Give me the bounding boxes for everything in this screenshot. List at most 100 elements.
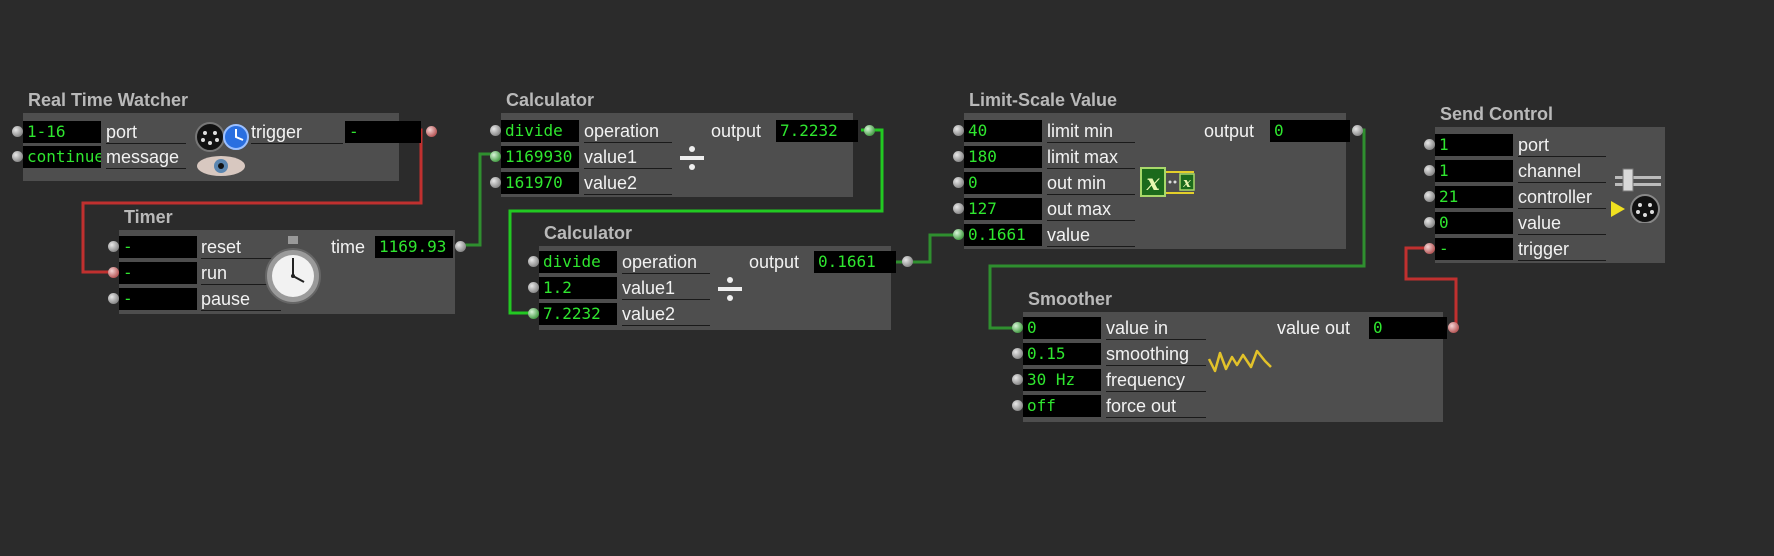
value-in-field[interactable]: 0 <box>1023 317 1101 339</box>
send-channel-field[interactable]: 1 <box>1435 160 1513 182</box>
channel-inlet[interactable] <box>1424 165 1435 176</box>
calc1-value1-field[interactable]: 1169930 <box>501 146 579 168</box>
calculator-1-title: Calculator <box>506 90 595 110</box>
timer-pause-label: pause <box>201 289 251 309</box>
send-value-field[interactable]: 0 <box>1435 212 1513 234</box>
out-min-inlet[interactable] <box>953 177 964 188</box>
timer-reset-row: - reset <box>108 236 455 259</box>
real-time-watcher-panel[interactable]: 1-16 port continue message trigger - <box>12 113 437 181</box>
limit-max-field[interactable]: 180 <box>964 146 1042 168</box>
force-out-field[interactable]: off <box>1023 395 1101 417</box>
calc1-value2-field[interactable]: 161970 <box>501 172 579 194</box>
limit-output-field[interactable]: 0 <box>1270 120 1350 142</box>
calc2-operation-field[interactable]: divide <box>539 251 617 273</box>
send-value-row: 0 value <box>1424 212 1665 235</box>
smoother-panel[interactable]: 0 value in 0.15 smoothing 30 Hz frequenc… <box>1012 312 1459 422</box>
divide-icon <box>680 146 704 170</box>
rtw-trigger-row: trigger - <box>251 121 437 144</box>
limit-value-row: 0.1661 value <box>953 224 1346 247</box>
value-inlet[interactable] <box>953 229 964 240</box>
limit-output-row: output 0 <box>1204 120 1363 142</box>
output-outlet[interactable] <box>864 125 875 136</box>
value2-inlet[interactable] <box>528 308 539 319</box>
value-out-label: value out <box>1277 318 1351 338</box>
send-trigger-label: trigger <box>1518 239 1570 259</box>
calculator-1-panel[interactable]: divide operation 1169930 value1 161970 v… <box>490 113 875 197</box>
frequency-label: frequency <box>1106 370 1186 390</box>
calc1-output-field[interactable]: 7.2232 <box>776 120 858 142</box>
limit-value-field[interactable]: 0.1661 <box>964 224 1042 246</box>
rtw-message-field[interactable]: continue <box>23 146 101 168</box>
out-max-inlet[interactable] <box>953 203 964 214</box>
frequency-inlet[interactable] <box>1012 374 1023 385</box>
frequency-row: 30 Hz frequency <box>1012 369 1443 392</box>
message-inlet[interactable] <box>12 151 23 162</box>
smoothing-field[interactable]: 0.15 <box>1023 343 1101 365</box>
smoothing-inlet[interactable] <box>1012 348 1023 359</box>
run-inlet[interactable] <box>108 267 119 278</box>
value-inlet[interactable] <box>1424 217 1435 228</box>
send-control-title: Send Control <box>1440 104 1553 124</box>
output-outlet[interactable] <box>1352 125 1363 136</box>
frequency-field[interactable]: 30 Hz <box>1023 369 1101 391</box>
reset-inlet[interactable] <box>108 241 119 252</box>
calc2-output-row: output 0.1661 <box>749 251 913 273</box>
timer-reset-field[interactable]: - <box>119 236 197 258</box>
value-out-outlet[interactable] <box>1448 322 1459 333</box>
timer-run-field[interactable]: - <box>119 262 197 284</box>
port-inlet[interactable] <box>12 126 23 137</box>
calc1-value1-row: 1169930 value1 <box>490 146 853 169</box>
output-outlet[interactable] <box>902 256 913 267</box>
stopwatch-icon <box>265 236 321 304</box>
send-trigger-field[interactable]: - <box>1435 238 1513 260</box>
operation-inlet[interactable] <box>490 125 501 136</box>
out-min-label: out min <box>1047 173 1107 193</box>
send-controller-field[interactable]: 21 <box>1435 186 1513 208</box>
time-outlet[interactable] <box>455 241 466 252</box>
limit-max-inlet[interactable] <box>953 151 964 162</box>
send-port-field[interactable]: 1 <box>1435 134 1513 156</box>
port-inlet[interactable] <box>1424 139 1435 150</box>
operation-inlet[interactable] <box>528 256 539 267</box>
rtw-port-label: port <box>106 122 138 142</box>
out-min-field[interactable]: 0 <box>964 172 1042 194</box>
calc1-operation-row: divide operation <box>490 120 853 143</box>
calc2-value2-field[interactable]: 7.2232 <box>539 303 617 325</box>
calculator-2-title: Calculator <box>544 223 633 243</box>
controller-inlet[interactable] <box>1424 191 1435 202</box>
smoothing-row: 0.15 smoothing <box>1012 343 1443 366</box>
pause-inlet[interactable] <box>108 293 119 304</box>
rtw-message-label: message <box>106 147 180 167</box>
send-control-panel[interactable]: 1 port 1 channel 21 controller 0 value -… <box>1424 127 1665 263</box>
rtw-trigger-label: trigger <box>251 122 303 142</box>
send-value-label: value <box>1518 213 1562 233</box>
calc1-value2-label: value2 <box>584 173 638 193</box>
midi-fader-icon <box>1611 168 1661 223</box>
limit-max-label: limit max <box>1047 147 1118 167</box>
value1-inlet[interactable] <box>528 282 539 293</box>
value-out-field[interactable]: 0 <box>1369 317 1447 339</box>
trigger-inlet[interactable] <box>1424 243 1435 254</box>
calc1-operation-field[interactable]: divide <box>501 120 579 142</box>
limit-min-field[interactable]: 40 <box>964 120 1042 142</box>
send-channel-label: channel <box>1518 161 1582 181</box>
calc2-output-field[interactable]: 0.1661 <box>814 251 896 273</box>
value2-inlet[interactable] <box>490 177 501 188</box>
out-max-field[interactable]: 127 <box>964 198 1042 220</box>
timer-panel[interactable]: - reset - run - pause time 1169.93 <box>108 230 466 314</box>
timer-pause-field[interactable]: - <box>119 288 197 310</box>
force-out-inlet[interactable] <box>1012 400 1023 411</box>
value1-inlet[interactable] <box>490 151 501 162</box>
calculator-2-panel[interactable]: divide operation 1.2 value1 7.2232 value… <box>528 246 913 330</box>
value-in-inlet[interactable] <box>1012 322 1023 333</box>
real-time-watcher-title: Real Time Watcher <box>28 90 189 110</box>
timer-run-label: run <box>201 263 228 283</box>
timer-time-field[interactable]: 1169.93 <box>375 236 453 258</box>
limit-min-inlet[interactable] <box>953 125 964 136</box>
timer-pause-row: - pause <box>108 288 455 311</box>
rtw-port-field[interactable]: 1-16 <box>23 121 101 143</box>
limit-scale-panel[interactable]: 40 limit min 180 limit max 0 out min 127… <box>953 113 1363 249</box>
calc2-value1-field[interactable]: 1.2 <box>539 277 617 299</box>
trigger-outlet[interactable] <box>426 126 437 137</box>
rtw-trigger-field[interactable]: - <box>345 121 421 143</box>
